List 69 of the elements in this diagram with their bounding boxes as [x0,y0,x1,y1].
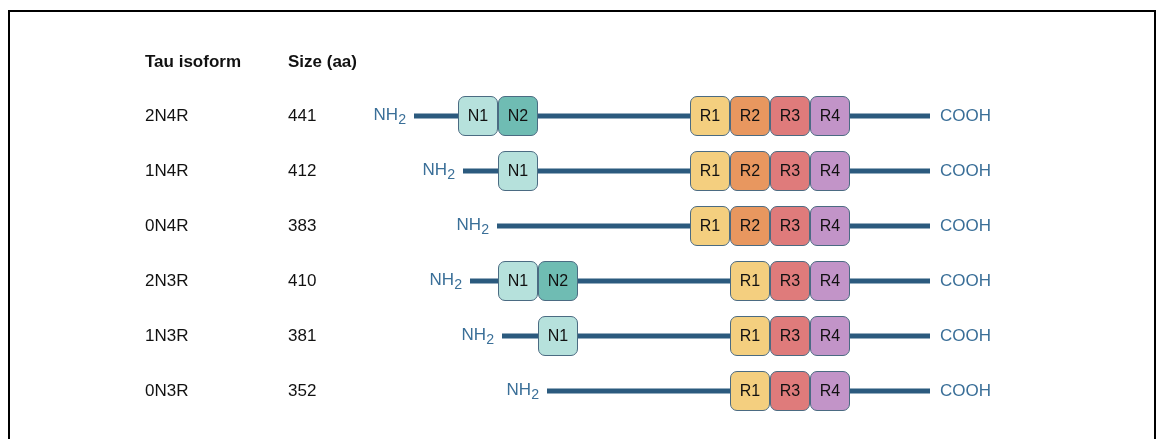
n-terminus-label: NH$_{2}$ [417,151,463,191]
repeat-domain-box: R1 [730,261,770,301]
n-terminal-insert-box: N1 [538,316,578,356]
protein-backbone-line [414,113,458,119]
n-terminus-label: NH$_{2}$ [424,261,470,301]
column-header: Size (aa) [288,51,357,73]
protein-backbone-line [463,168,498,174]
repeat-domain-box: R4 [810,96,850,136]
repeat-domain-box: R3 [770,206,810,246]
repeat-domain-box: R3 [770,96,810,136]
isoform-name: 0N4R [145,215,189,237]
n-terminal-insert-box: N2 [498,96,538,136]
repeat-domain-box: R3 [770,151,810,191]
repeat-domain-box: R3 [770,316,810,356]
c-terminus-label: COOH [930,316,1000,356]
repeat-domain-box: R4 [810,316,850,356]
repeat-domain-box: R2 [730,206,770,246]
n-terminal-insert-box: N1 [458,96,498,136]
size-value: 441 [288,105,317,127]
repeat-domain-box: R4 [810,371,850,411]
repeat-domain-box: R4 [810,206,850,246]
protein-backbone-line [547,388,730,394]
repeat-domain-box: R4 [810,261,850,301]
repeat-domain-box: R1 [690,206,730,246]
protein-backbone-line [502,333,538,339]
n-terminal-insert-box: N2 [538,261,578,301]
repeat-domain-box: R3 [770,261,810,301]
protein-backbone-line [538,113,690,119]
n-terminal-insert-box: N1 [498,261,538,301]
protein-backbone-line [578,278,730,284]
isoform-name: 2N4R [145,105,189,127]
size-value: 383 [288,215,317,237]
protein-backbone-line [850,333,930,339]
repeat-domain-box: R1 [690,96,730,136]
repeat-domain-box: R1 [690,151,730,191]
n-terminus-label: NH$_{2}$ [456,316,502,356]
size-value: 381 [288,325,317,347]
size-value: 410 [288,270,317,292]
isoform-name: 1N3R [145,325,189,347]
repeat-domain-box: R1 [730,316,770,356]
size-value: 412 [288,160,317,182]
n-terminal-insert-box: N1 [498,151,538,191]
c-terminus-label: COOH [930,371,1000,411]
c-terminus-label: COOH [930,96,1000,136]
protein-backbone-line [497,223,690,229]
c-terminus-label: COOH [930,261,1000,301]
protein-backbone-line [850,168,930,174]
c-terminus-label: COOH [930,206,1000,246]
c-terminus-label: COOH [930,151,1000,191]
repeat-domain-box: R3 [770,371,810,411]
protein-backbone-line [850,278,930,284]
isoform-name: 0N3R [145,380,189,402]
n-terminus-label: NH$_{2}$ [368,96,414,136]
repeat-domain-box: R4 [810,151,850,191]
column-header: Tau isoform [145,51,242,73]
protein-backbone-line [470,278,498,284]
repeat-domain-box: R1 [730,371,770,411]
protein-backbone-line [538,168,690,174]
protein-backbone-line [850,388,930,394]
repeat-domain-box: R2 [730,151,770,191]
repeat-domain-box: R2 [730,96,770,136]
n-terminus-label: NH$_{2}$ [451,206,497,246]
isoform-name: 2N3R [145,270,189,292]
protein-backbone-line [850,223,930,229]
n-terminus-label: NH$_{2}$ [501,371,547,411]
isoform-name: 1N4R [145,160,189,182]
protein-backbone-line [578,333,730,339]
size-value: 352 [288,380,317,402]
protein-backbone-line [850,113,930,119]
